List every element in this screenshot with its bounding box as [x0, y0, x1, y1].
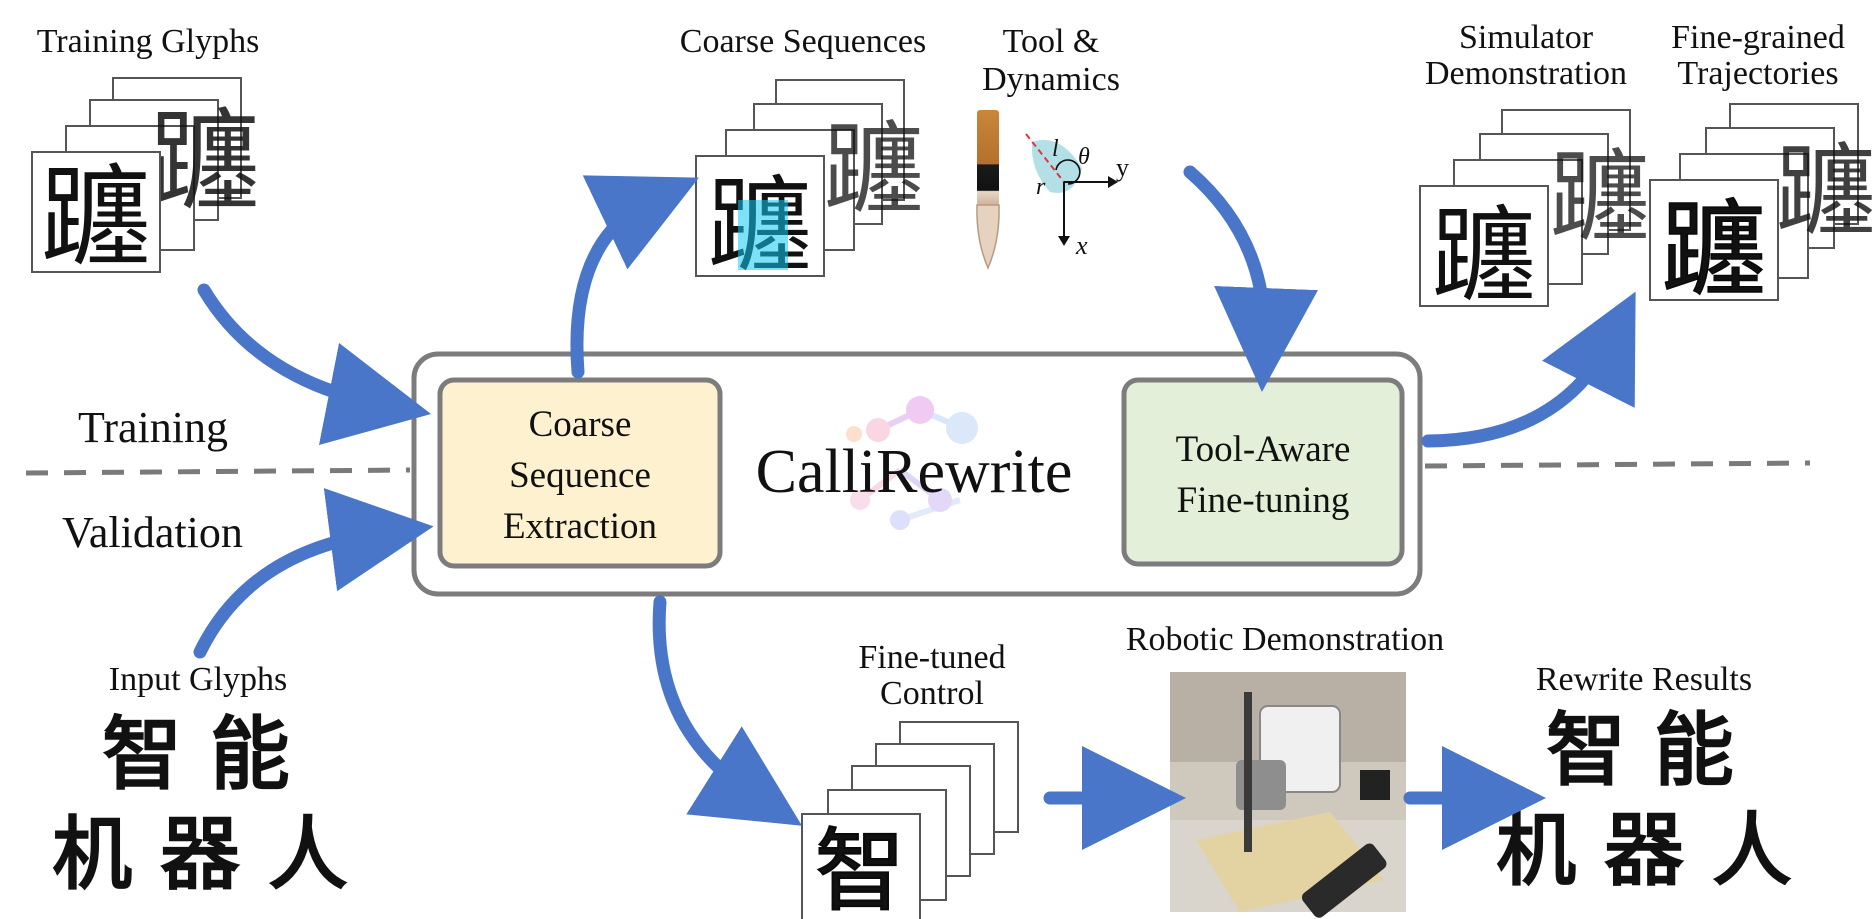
brush-icon	[976, 110, 1000, 270]
svg-text:r: r	[1036, 174, 1046, 200]
svg-text:躔: 躔	[150, 98, 260, 226]
arrow-tool-to-finetune	[1183, 165, 1319, 392]
finetune-box-line-1: Tool-Aware	[1176, 429, 1351, 470]
input-glyphs-row-2: 机 器 人	[52, 808, 348, 901]
robotic-demo-label: Robotic Demonstration	[1126, 621, 1444, 658]
simulator-glyph-char: 躔	[1432, 195, 1536, 317]
arrow-validation-to-module	[193, 488, 434, 659]
arrow-module-to-control	[652, 595, 802, 826]
simulator-demo-label-2: Demonstration	[1425, 55, 1627, 92]
tool-dynamics-axes-icon: l θ r y x	[1025, 133, 1129, 260]
input-glyphs-label: Input Glyphs	[109, 661, 288, 698]
tool-dynamics-label-2: Dynamics	[982, 61, 1120, 98]
training-label: Training	[78, 403, 228, 452]
svg-text:躔: 躔	[1550, 139, 1650, 256]
coarse-sequence-extraction-box	[437, 377, 723, 569]
input-glyphs-row-1: 智 能	[102, 708, 290, 801]
coarse-box-line-2: Sequence	[509, 455, 651, 496]
coarse-sequences-label: Coarse Sequences	[680, 23, 926, 60]
fine-grained-label-2: Trajectories	[1677, 55, 1838, 92]
fine-tuned-label-1: Fine-tuned	[858, 639, 1005, 676]
training-glyphs-stack: 躔 躔	[31, 77, 260, 282]
training-glyph-char: 躔	[41, 154, 151, 282]
fine-tuned-glyph-char: 智	[815, 819, 905, 919]
simulator-demo-label-1: Simulator	[1459, 19, 1594, 56]
svg-text:躔: 躔	[824, 111, 924, 228]
coarse-box-line-3: Extraction	[503, 506, 657, 547]
phase-separator-left	[25, 467, 411, 476]
simulator-demo-stack: 躔 躔	[1419, 109, 1650, 317]
fine-tuned-control-stack: 智	[801, 721, 1019, 919]
svg-text:躔: 躔	[1776, 133, 1876, 250]
arrow-module-to-trajectories	[1421, 291, 1636, 448]
arrow-extraction-to-coarse	[570, 175, 699, 379]
phase-separator-right	[1424, 460, 1811, 469]
coarse-box-line-1: Coarse	[529, 404, 632, 445]
rewrite-results-label: Rewrite Results	[1536, 661, 1752, 698]
training-glyphs-label: Training Glyphs	[37, 23, 260, 60]
fine-grained-stack: 躔 躔	[1649, 103, 1876, 312]
finetune-box-line-2: Fine-tuning	[1177, 480, 1350, 521]
fine-grained-glyph-char: 躔	[1662, 189, 1766, 311]
rewrite-results-row-1: 智 能	[1546, 704, 1734, 797]
svg-text:y: y	[1116, 153, 1129, 182]
network-logo-icon	[846, 396, 978, 530]
arrow-training-to-module	[197, 283, 432, 445]
robot-photo	[1170, 672, 1406, 918]
svg-text:θ: θ	[1078, 144, 1090, 170]
svg-text:x: x	[1075, 231, 1088, 260]
fine-grained-label-1: Fine-grained	[1671, 19, 1845, 56]
callirewrite-title: CalliRewrite	[756, 438, 1073, 506]
fine-tuned-label-2: Control	[880, 675, 984, 712]
validation-label: Validation	[62, 508, 243, 557]
rewrite-results-row-2: 机 器 人	[1496, 804, 1792, 897]
svg-text:l: l	[1052, 136, 1059, 162]
coarse-sequences-stack: 躔 躔	[695, 79, 924, 287]
tool-aware-finetuning-box	[1121, 377, 1405, 567]
tool-dynamics-label-1: Tool &	[1003, 23, 1100, 60]
